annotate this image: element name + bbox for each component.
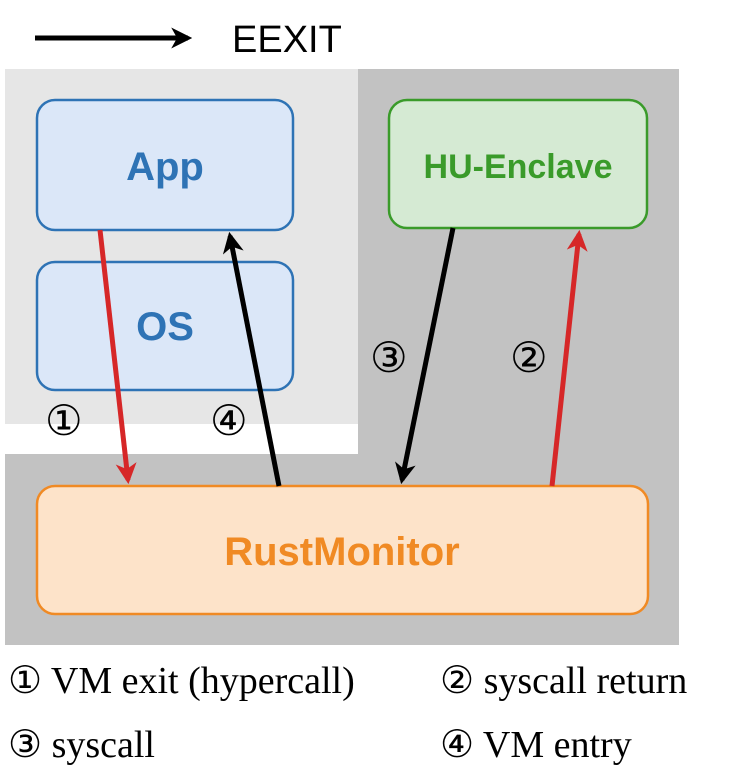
legend-item-3: ③ syscall xyxy=(8,724,155,766)
app-box xyxy=(35,98,295,232)
enclave-label: HU-Enclave xyxy=(424,148,613,186)
enclave-box xyxy=(387,98,649,230)
legend-item-2: ② syscall return xyxy=(440,660,687,702)
marker-2: ② xyxy=(510,336,548,382)
arrow-syscall xyxy=(395,227,456,485)
eexit-legend-label: EEXIT xyxy=(232,19,342,61)
os-box xyxy=(35,260,295,392)
app-label: App xyxy=(126,145,204,189)
arrow-vm-entry xyxy=(222,231,282,487)
marker-1: ① xyxy=(45,399,83,445)
legend-item-4: ④ VM entry xyxy=(440,724,632,766)
legend-item-1: ① VM exit (hypercall) xyxy=(8,660,355,702)
guest-region-gap xyxy=(5,424,358,454)
marker-3: ③ xyxy=(370,336,408,382)
arrow-vm-exit xyxy=(97,229,137,485)
monitor-label: RustMonitor xyxy=(224,530,460,574)
os-label: OS xyxy=(136,305,194,349)
monitor-box xyxy=(35,484,650,616)
marker-4: ④ xyxy=(210,399,248,445)
arrow-syscall-return xyxy=(549,229,588,487)
